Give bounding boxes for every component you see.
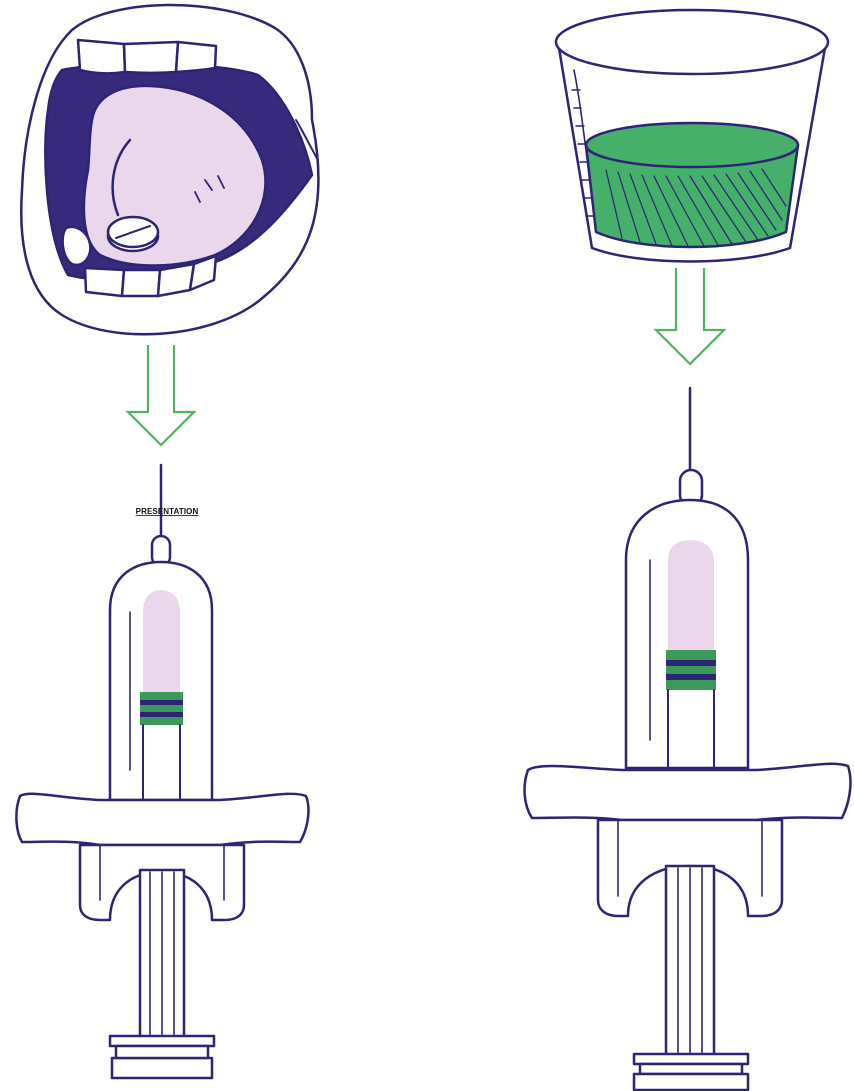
plunger-seal-band-5	[140, 717, 183, 725]
thumb-pad-base	[112, 1058, 212, 1078]
upper-teeth	[78, 40, 216, 73]
plunger-seal-band-1	[666, 650, 716, 660]
plunger-seal-band-2	[140, 700, 183, 705]
syringe-icon-left	[16, 465, 308, 1078]
plunger-seal-band-2	[666, 660, 716, 666]
plunger-seal-band-4	[666, 674, 716, 680]
cup-rim	[556, 10, 828, 74]
syringe-icon-right	[525, 388, 851, 1090]
drug-tip	[143, 590, 180, 694]
down-arrow-icon-left	[128, 345, 194, 445]
tablet-icon	[108, 217, 158, 251]
mouth-with-tablet-icon	[21, 5, 318, 334]
plunger-seal-band-5	[666, 680, 716, 690]
liquid-surface	[586, 123, 798, 167]
thumb-pad	[110, 1036, 214, 1046]
thumb-pad	[634, 1054, 748, 1064]
drug-tip	[668, 540, 714, 652]
plunger-seal-band-1	[140, 692, 183, 700]
down-arrow-icon-right	[656, 268, 724, 364]
plunger-seal-band-3	[140, 705, 183, 712]
thumb-pad-base	[634, 1074, 748, 1090]
finger-flange	[16, 794, 308, 845]
medicine-cup-icon	[556, 10, 828, 262]
plunger-seal-band-4	[140, 712, 183, 717]
presentation-label: PRESENTATION	[136, 507, 199, 516]
finger-flange	[525, 764, 851, 820]
plunger-seal-band-3	[666, 666, 716, 674]
